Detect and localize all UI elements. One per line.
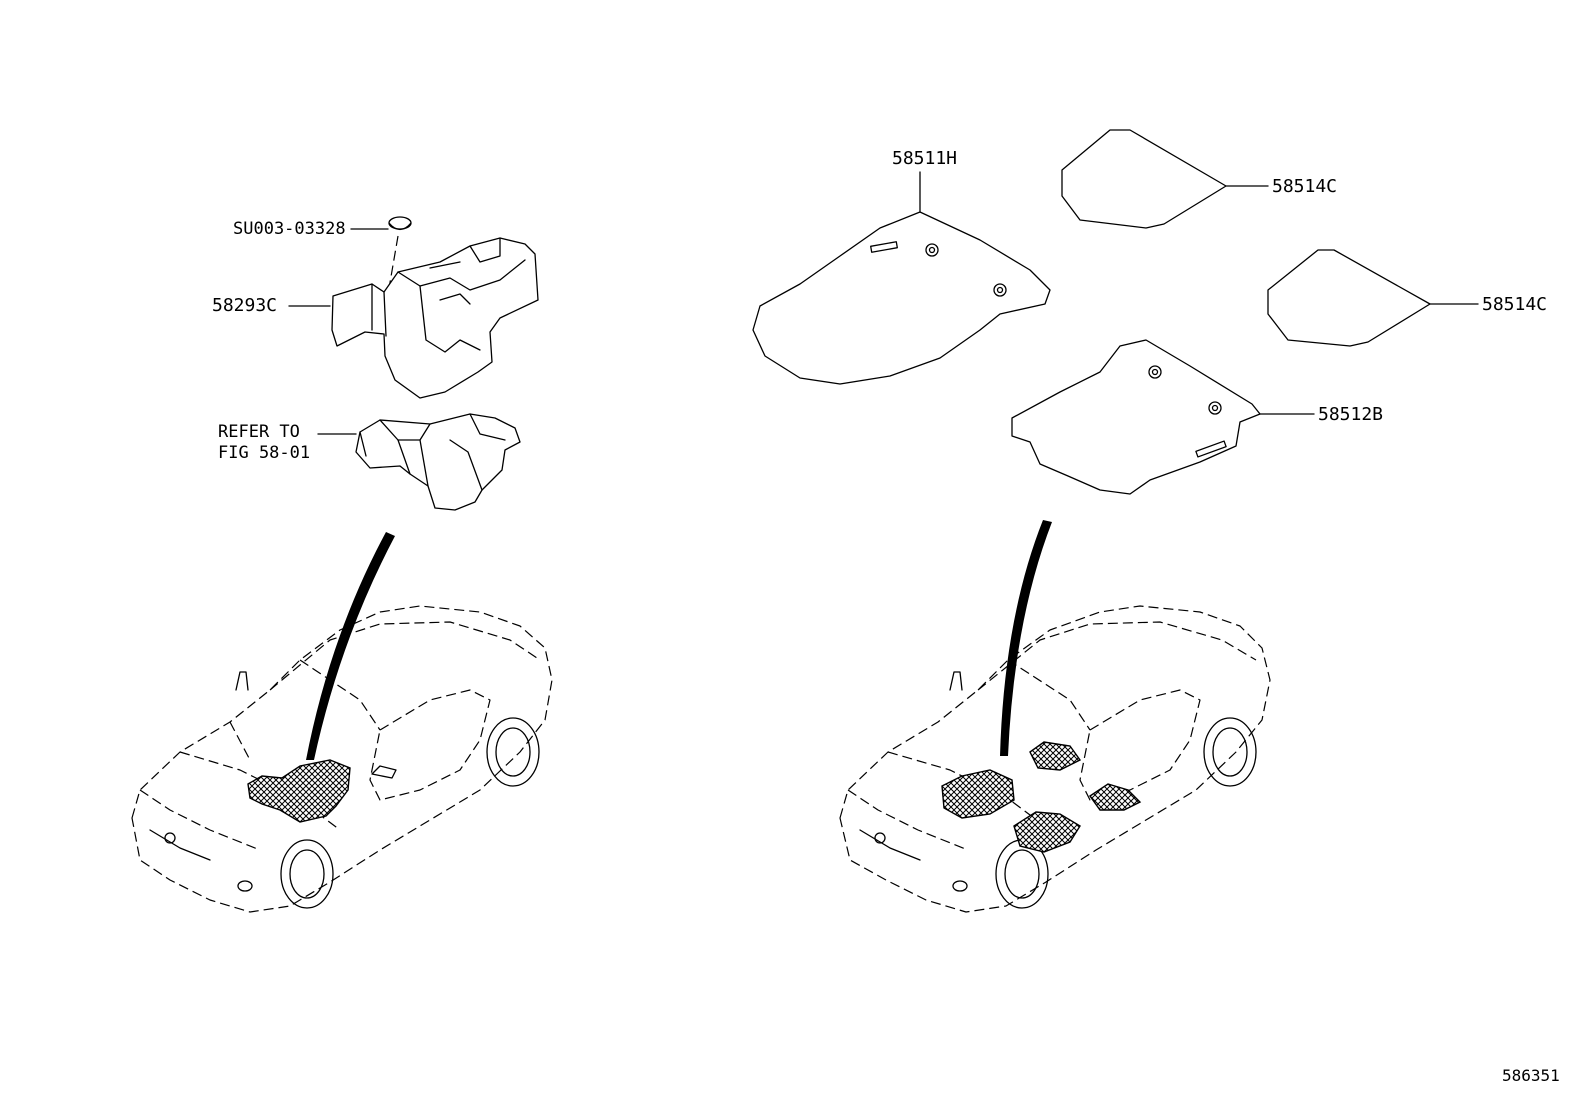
label-figure-id: 586351 xyxy=(1502,1066,1560,1085)
label-refer-line1: REFER TO xyxy=(218,422,300,442)
hatched-front-left xyxy=(941,769,1015,819)
reference-part xyxy=(317,413,521,511)
mat-b-part xyxy=(1011,339,1315,495)
mat-c-mid-part xyxy=(1267,249,1479,347)
label-plug: SU003-03328 xyxy=(233,219,346,239)
hatched-rear-left xyxy=(1013,811,1081,853)
silencer-part xyxy=(288,237,539,399)
hatched-front-right xyxy=(1029,741,1082,771)
mat-c-top-part xyxy=(1061,129,1269,229)
label-mat-c-top: 58514C xyxy=(1272,176,1338,197)
label-refer-line2: FIG 58-01 xyxy=(218,443,311,463)
car-left xyxy=(131,605,553,913)
pointer-arrow-right xyxy=(1000,520,1052,756)
label-front-mat: 58511H xyxy=(892,148,958,169)
pointer-arrow-left xyxy=(306,532,395,760)
label-mat-b: 58512B xyxy=(1318,404,1384,425)
hatched-rear-right xyxy=(1089,783,1142,811)
label-mat-c-mid: 58514C xyxy=(1482,294,1548,315)
label-silencer: 58293C xyxy=(212,295,278,316)
hatched-area-left xyxy=(247,759,351,823)
car-right xyxy=(839,605,1271,913)
front-mat-part xyxy=(752,171,1051,385)
